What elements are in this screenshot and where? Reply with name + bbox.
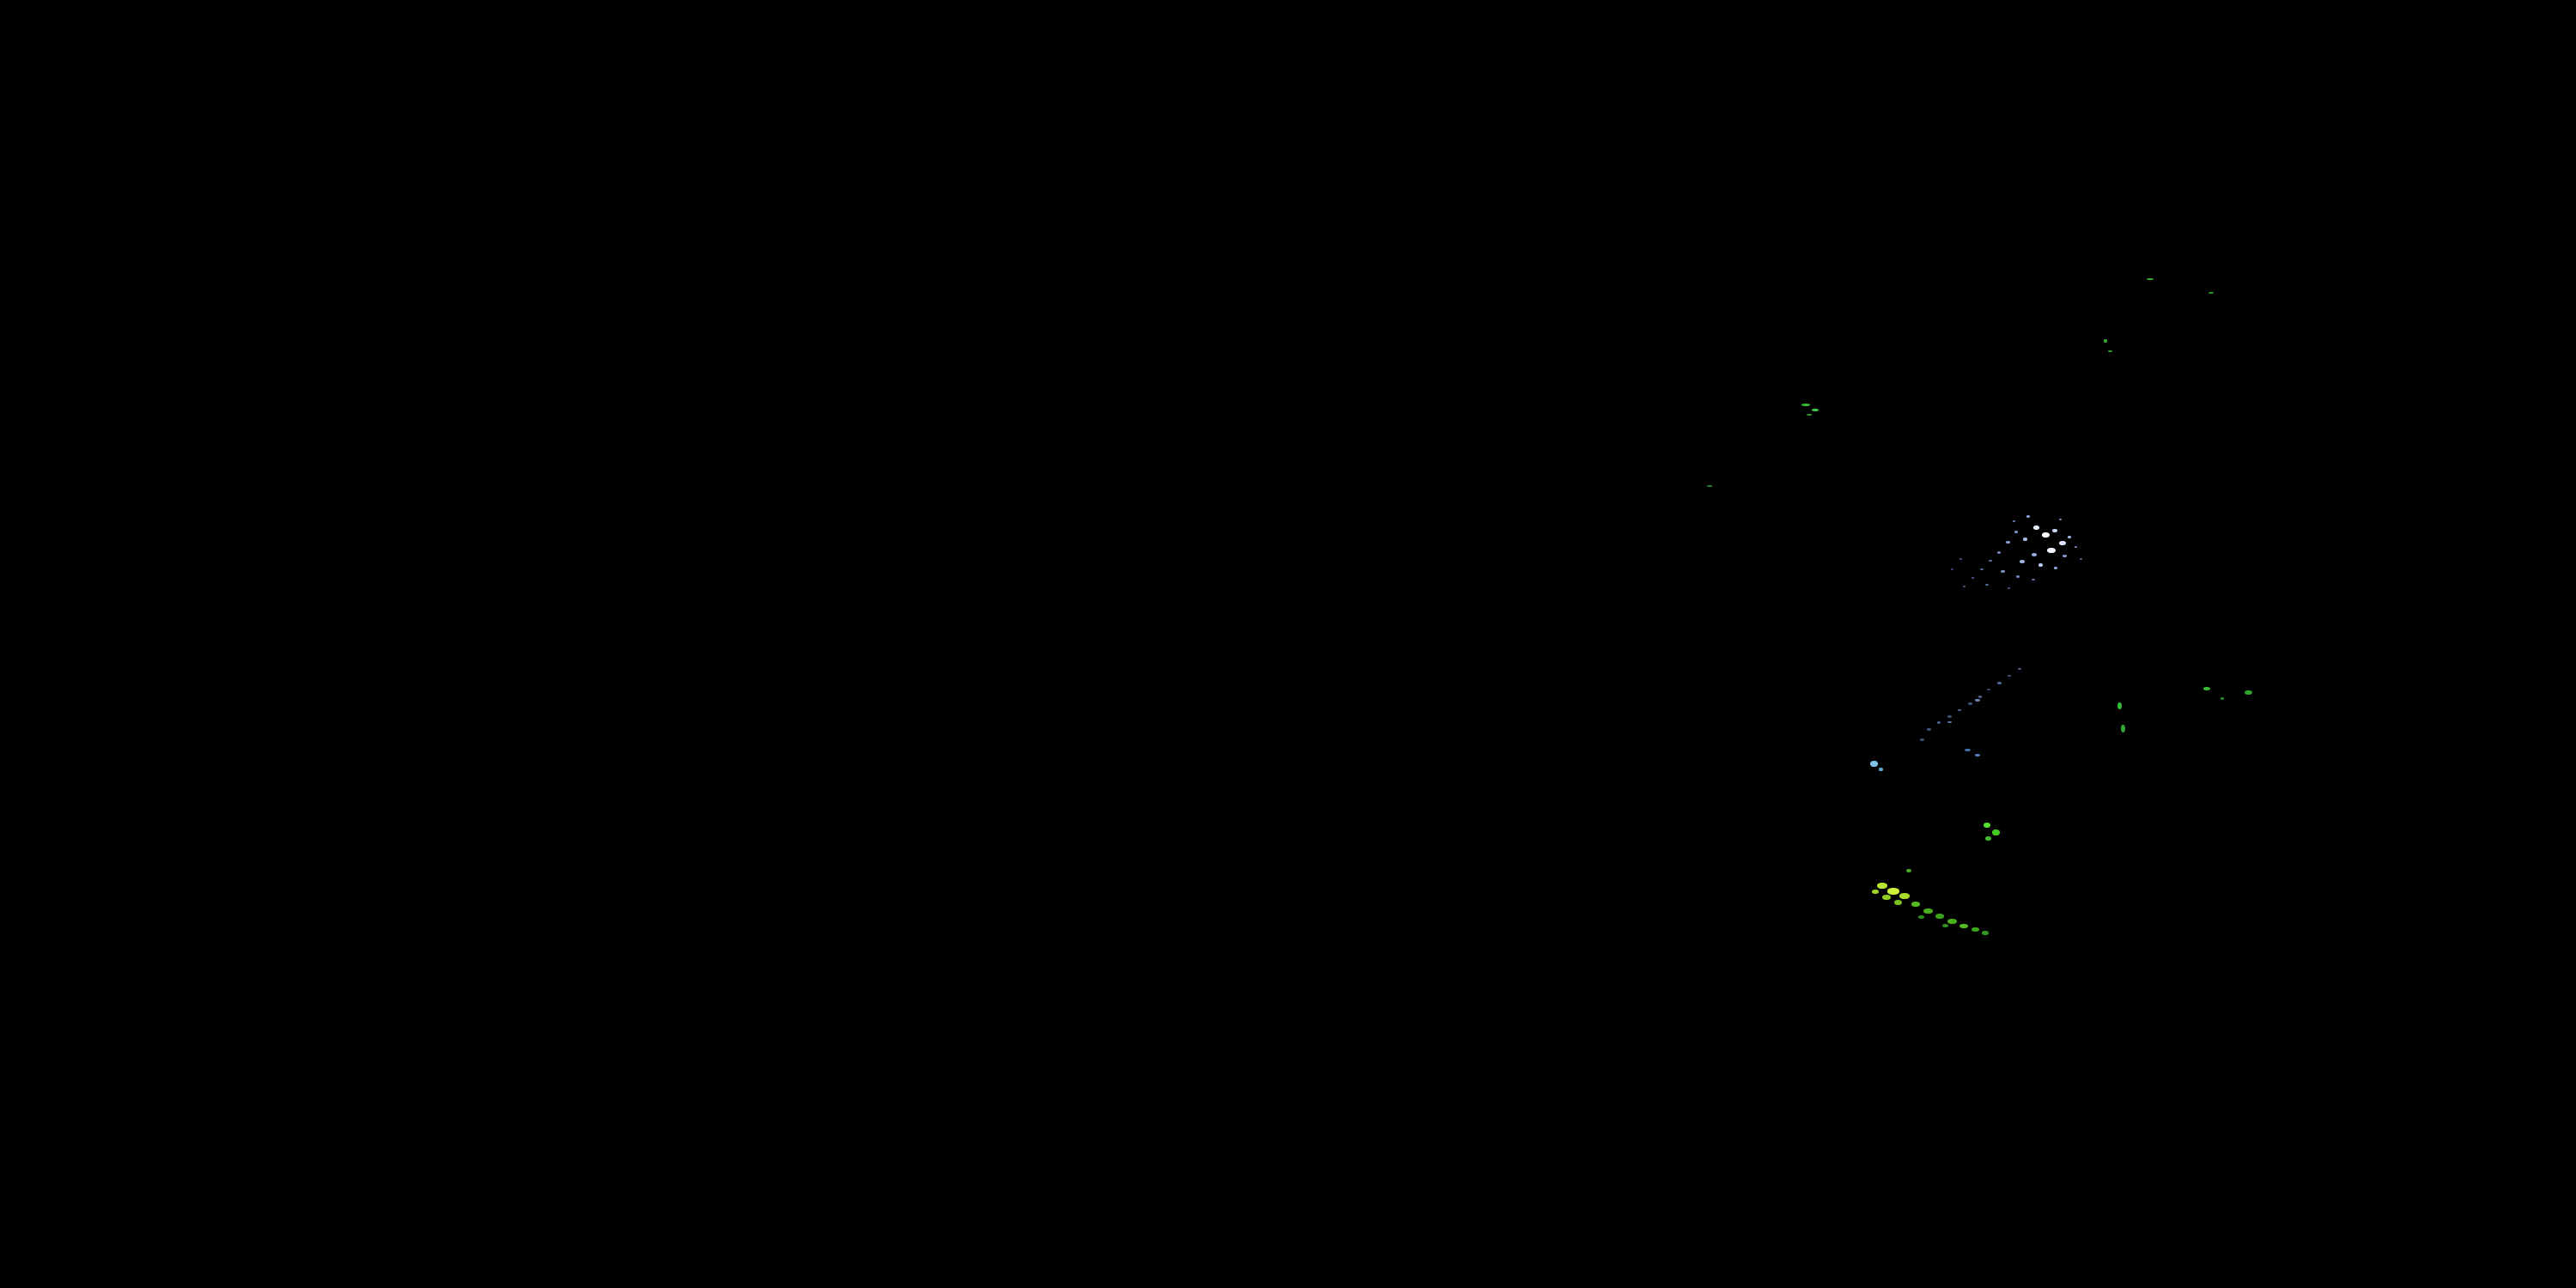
point	[1997, 682, 2002, 684]
point	[2006, 541, 2010, 544]
point	[2020, 560, 2025, 563]
point	[2221, 697, 2224, 700]
point	[1980, 568, 1984, 570]
point	[2016, 575, 2020, 578]
point	[2013, 520, 2015, 522]
point	[1801, 404, 1810, 406]
point	[2023, 538, 2027, 541]
point	[1958, 709, 1961, 711]
point	[1985, 836, 1991, 841]
point	[1707, 485, 1712, 487]
point	[2117, 702, 2122, 709]
point	[1942, 924, 1948, 927]
point	[2245, 690, 2252, 695]
point	[1807, 414, 1812, 416]
point	[1879, 768, 1883, 771]
point	[1894, 900, 1902, 905]
point	[2018, 668, 2021, 670]
point	[1989, 560, 1992, 562]
point	[1959, 924, 1968, 928]
point	[2147, 278, 2154, 280]
point	[1927, 728, 1931, 731]
point	[2042, 532, 2050, 538]
point	[1906, 869, 1911, 872]
point	[2032, 579, 2035, 580]
point	[1947, 715, 1952, 718]
point	[1968, 702, 1972, 705]
point	[2063, 555, 2067, 557]
point	[1947, 721, 1952, 723]
point	[1899, 893, 1910, 899]
point	[1978, 696, 1982, 698]
point	[1887, 888, 1899, 895]
point	[1935, 914, 1944, 919]
point	[1951, 568, 1953, 570]
point	[2075, 546, 2077, 548]
point	[2104, 339, 2107, 343]
point	[1911, 902, 1920, 907]
point	[1947, 919, 1957, 924]
point	[1870, 761, 1878, 767]
point	[2001, 570, 2005, 573]
point	[1965, 749, 1971, 751]
point	[1975, 699, 1980, 702]
point	[1937, 721, 1941, 724]
point	[2033, 526, 2039, 530]
point	[1992, 829, 2000, 835]
point	[2080, 558, 2082, 560]
point	[2026, 515, 2030, 518]
point	[1918, 915, 1924, 919]
point	[1984, 823, 1990, 828]
point	[2108, 350, 2112, 352]
point	[2032, 553, 2037, 556]
point	[1877, 883, 1887, 889]
point	[1982, 931, 1989, 935]
point	[2054, 567, 2057, 569]
point	[1987, 689, 1990, 690]
point	[1882, 895, 1891, 900]
point	[2008, 587, 2010, 589]
point	[1923, 908, 1933, 914]
point	[1971, 577, 1974, 579]
point	[2052, 529, 2057, 532]
point	[1920, 738, 1924, 741]
point	[2203, 687, 2210, 690]
point	[2068, 536, 2071, 538]
point	[1963, 586, 1965, 587]
point	[2047, 548, 2056, 553]
point	[2014, 531, 2018, 533]
point	[2038, 563, 2043, 567]
point	[2121, 725, 2125, 732]
point	[2208, 292, 2214, 294]
point	[1975, 754, 1980, 756]
point	[2008, 675, 2011, 677]
point	[2059, 541, 2066, 545]
point	[1997, 551, 2001, 554]
point	[1985, 584, 1989, 586]
point	[1812, 409, 1819, 411]
point	[1971, 927, 1979, 932]
point	[1959, 558, 1962, 560]
point	[2059, 519, 2062, 520]
point	[1872, 890, 1879, 894]
